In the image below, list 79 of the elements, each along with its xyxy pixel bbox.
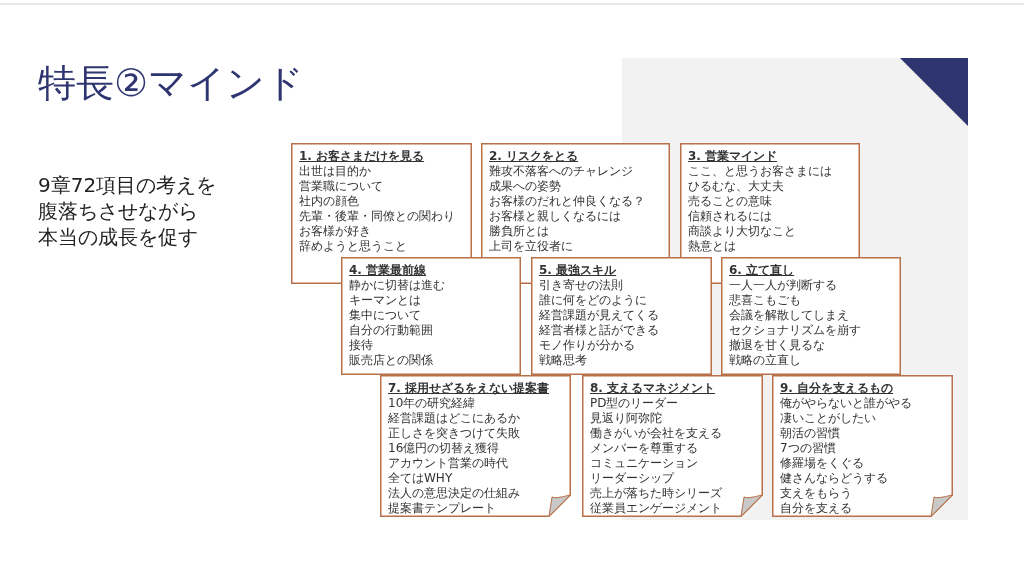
card-item: 誰に何をどのように	[539, 293, 647, 308]
card-item: 自分の行動範囲	[349, 323, 433, 338]
card-item: PD型のリーダー	[590, 396, 679, 411]
card-item: 難攻不落客へのチャレンジ	[489, 164, 633, 179]
card-heading: 9. 自分を支えるもの	[780, 381, 894, 396]
card-item: メンバーを尊重する	[590, 441, 698, 456]
card-item: 静かに切替は進む	[349, 278, 445, 293]
card-heading: 8. 支えるマネジメント	[590, 381, 716, 396]
card-item: 悲喜こもごも	[729, 293, 801, 308]
card-item: 一人一人が判断する	[729, 278, 837, 293]
subtitle-text: 腹落ちさせながら	[38, 198, 198, 224]
topic-card	[582, 375, 763, 517]
card-heading: 5. 最強スキル	[539, 263, 617, 278]
card-item: 支えをもらう	[780, 486, 852, 501]
card-item: お客様のだれと仲良くなる？	[489, 194, 645, 209]
card-item: 売上が落ちた時シリーズ	[590, 486, 722, 501]
card-item: 見返り阿弥陀	[590, 411, 662, 426]
slide-title: 特長②マインド	[38, 60, 305, 107]
card-item: セクショナリズムを崩す	[729, 323, 861, 338]
card-item: 10年の研究経緯	[388, 396, 476, 411]
card-heading: 4. 営業最前線	[349, 263, 427, 278]
card-item: 先輩・後輩・同僚との関わり	[299, 209, 455, 224]
card-item: 7つの習慣	[780, 441, 836, 456]
topic-card	[721, 257, 901, 375]
topic-card	[531, 257, 712, 375]
card-item: 16億円の切替え獲得	[388, 441, 500, 456]
card-item: 引き寄せの法則	[539, 278, 623, 293]
card-item: 売ることの意味	[688, 194, 772, 209]
card-item: 上司を立役者に	[489, 239, 573, 254]
card-item: 健さんならどうする	[780, 471, 888, 486]
card-item: 集中について	[349, 308, 421, 323]
card-heading: 3. 営業マインド	[688, 149, 778, 164]
card-item: ひるむな、大丈夫	[688, 179, 784, 194]
card-heading: 1. お客さまだけを見る	[299, 149, 425, 164]
card-item: お客様が好き	[299, 224, 371, 239]
subtitle-text: 本当の成長を促す	[38, 224, 198, 250]
card-item: 辞めようと思うこと	[299, 239, 407, 254]
card-item: 提案書テンプレート	[388, 501, 496, 516]
card-item: 信頼されるには	[688, 209, 772, 224]
card-heading: 7. 採用せざるをえない提案書	[388, 381, 550, 396]
card-item: ここ、と思うお客さまには	[688, 164, 832, 179]
card-item: 働きがいが会社を支える	[590, 426, 722, 441]
card-item: 勝負所とは	[489, 224, 549, 239]
card-item: 戦略の立直し	[729, 353, 801, 368]
card-item: 熱意とは	[688, 239, 736, 254]
card-item: 出世は目的か	[299, 164, 371, 179]
card-item: 正しさを突きつけて失敗	[388, 426, 520, 441]
card-item: 販売店との関係	[349, 353, 433, 368]
card-item: 経営課題はどこにあるか	[388, 411, 520, 426]
card-item: お客様と親しくなるには	[489, 209, 621, 224]
card-item: 成果への姿勢	[489, 179, 561, 194]
card-item: 朝活の習慣	[780, 426, 840, 441]
card-item: 営業職について	[299, 179, 383, 194]
card-item: 戦略思考	[539, 353, 587, 368]
card-item: 社内の顔色	[299, 194, 359, 209]
card-item: アカウント営業の時代	[388, 456, 508, 471]
card-item: 自分を支える	[780, 501, 852, 516]
card-item: 法人の意思決定の仕組み	[388, 486, 520, 501]
card-item: 凄いことがしたい	[780, 411, 876, 426]
card-item: 経営者様と話ができる	[539, 323, 659, 338]
card-item: 撤退を甘く見るな	[729, 338, 825, 353]
card-item: モノ作りが分かる	[539, 338, 635, 353]
card-item: 会議を解散してしまえ	[729, 308, 849, 323]
topic-card	[341, 257, 521, 375]
card-heading: 6. 立て直し	[729, 263, 795, 278]
card-item: コミュニケーション	[590, 456, 698, 471]
subtitle-text: 9章72項目の考えを	[38, 172, 217, 198]
card-item: 経営課題が見えてくる	[539, 308, 659, 323]
card-item: 修羅場をくぐる	[780, 456, 864, 471]
topic-card	[772, 375, 953, 517]
card-item: 俺がやらないと誰がやる	[780, 396, 912, 411]
card-item: 全てはWHY	[388, 471, 453, 486]
card-item: キーマンとは	[349, 293, 421, 308]
card-item: 商談より大切なこと	[688, 224, 796, 239]
topic-card	[380, 375, 571, 517]
card-item: 接待	[349, 338, 373, 353]
card-heading: 2. リスクをとる	[489, 149, 579, 164]
card-item: 従業員エンゲージメント	[590, 501, 722, 516]
card-item: リーダーシップ	[590, 471, 674, 486]
